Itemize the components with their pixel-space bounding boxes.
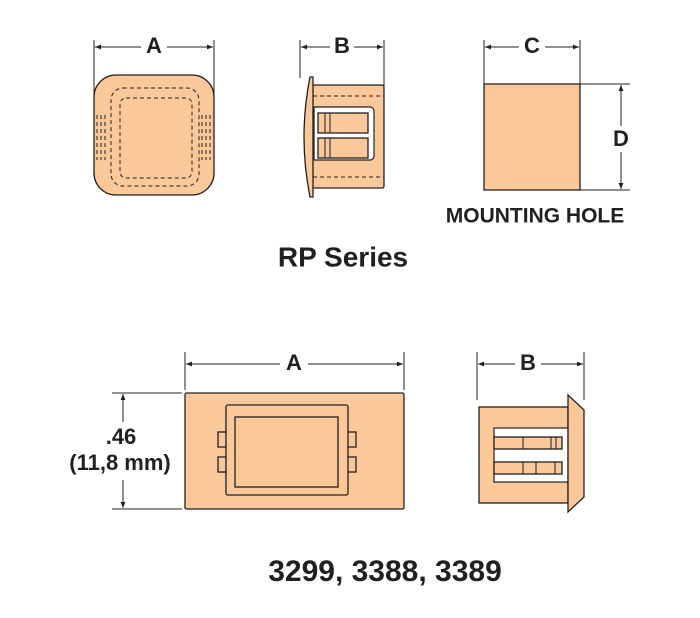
dim-b-label-bottom: B	[520, 350, 536, 375]
dim-b-label: B	[334, 33, 350, 58]
rp-side-view: B	[299, 33, 385, 198]
rect-side-view: B	[476, 350, 585, 514]
dim-a-label-bottom: A	[286, 350, 302, 375]
dim-c-label: C	[524, 33, 540, 58]
dim-a-label: A	[146, 33, 162, 58]
height-inches: .46	[106, 424, 137, 449]
part-numbers: 3299, 3388, 3389	[268, 555, 502, 588]
rect-front-view: A .46 (11,8 mm)	[69, 350, 405, 510]
rp-series-title: RP Series	[278, 241, 408, 272]
mounting-hole-view: C D MOUNTING HOLE	[446, 33, 630, 228]
mounting-hole-label: MOUNTING HOLE	[446, 205, 625, 228]
rp-front-view: A	[93, 33, 215, 196]
dim-d-label: D	[613, 126, 629, 151]
height-mm: (11,8 mm)	[69, 450, 171, 475]
